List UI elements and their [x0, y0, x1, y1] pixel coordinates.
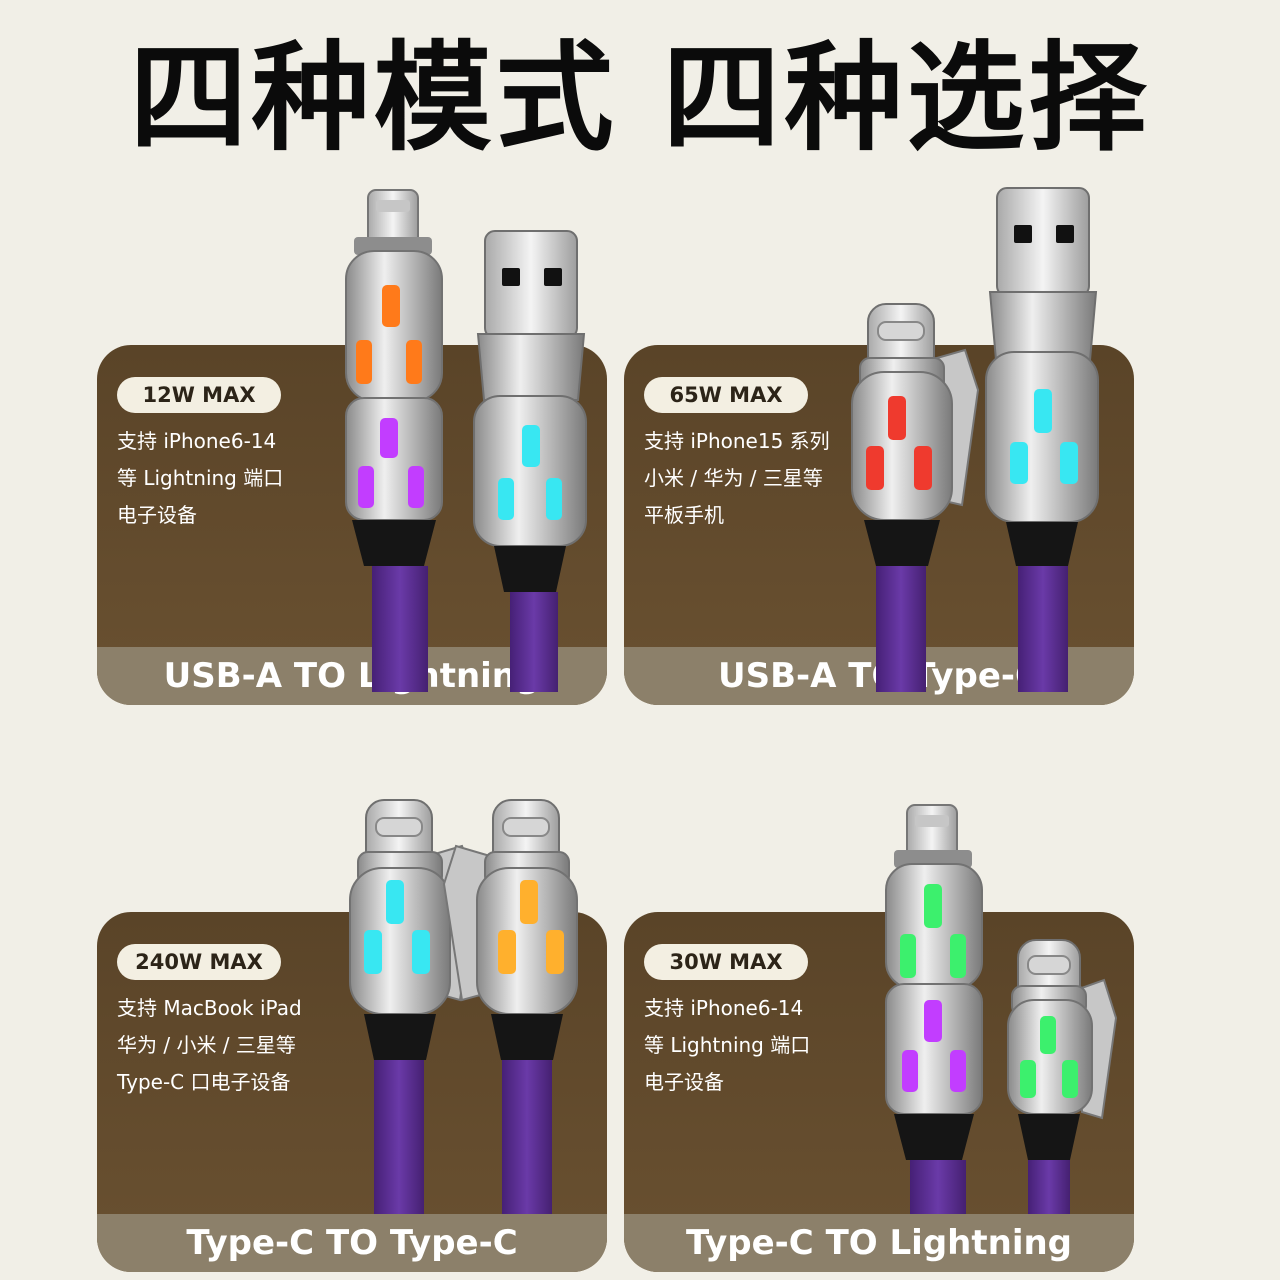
- type-c-port: [502, 817, 550, 837]
- usb-a-slot: [1014, 225, 1032, 243]
- usb-a-shell: [996, 187, 1090, 297]
- usb-a-housing: [473, 395, 587, 547]
- purple-cable: [910, 1160, 966, 1214]
- type-c-plug: [1007, 939, 1118, 1214]
- led-segment: [364, 930, 382, 974]
- usb-a-slot: [544, 268, 562, 286]
- purple-cable: [876, 566, 926, 692]
- purple-cable: [1028, 1160, 1070, 1214]
- usb-a-slot: [502, 268, 520, 286]
- led-segment: [914, 446, 932, 490]
- compatibility-line: 支持 MacBook iPad: [117, 996, 302, 1020]
- compatibility-text: 支持 iPhone6-14 等 Lightning 端口 电子设备: [117, 423, 367, 534]
- power-badge: 12W MAX: [117, 377, 281, 413]
- lightning-plug: [885, 804, 983, 1214]
- led-segment: [900, 934, 916, 978]
- type-c-housing: [851, 371, 953, 521]
- led-segment: [498, 930, 516, 974]
- lightning-plug: [345, 189, 443, 692]
- lightning-pin: [376, 200, 410, 212]
- usb-a-housing: [985, 351, 1099, 523]
- led-segment: [1010, 442, 1028, 484]
- type-c-port: [375, 817, 423, 837]
- led-segment: [406, 340, 422, 384]
- compatibility-text: 支持 MacBook iPad 华为 / 小米 / 三星等 Type-C 口电子…: [117, 990, 367, 1101]
- compatibility-line: 电子设备: [644, 1070, 724, 1094]
- compatibility-line: 平板手机: [644, 503, 724, 527]
- mode-label: Type-C TO Lightning: [624, 1214, 1134, 1272]
- led-segment: [866, 446, 884, 490]
- purple-cable: [1018, 566, 1068, 692]
- strain-relief: [1018, 1114, 1080, 1160]
- usb-a-slot: [1056, 225, 1074, 243]
- strain-relief: [491, 1014, 563, 1060]
- headline: 四种模式 四种选择: [129, 29, 1151, 167]
- strain-relief: [894, 1114, 974, 1160]
- led-segment: [950, 1050, 966, 1092]
- strain-relief: [364, 1014, 436, 1060]
- led-segment: [358, 466, 374, 508]
- usb-a-neck: [988, 291, 1098, 361]
- usb-a-to-lightning-cable-group: [345, 189, 587, 692]
- usb-a-shell: [484, 230, 578, 339]
- compatibility-text: 支持 iPhone15 系列 小米 / 华为 / 三星等 平板手机: [644, 423, 894, 534]
- led-segment: [902, 1050, 918, 1092]
- led-segment: [520, 880, 538, 924]
- led-segment: [382, 285, 400, 327]
- compatibility-line: 支持 iPhone15 系列: [644, 429, 830, 453]
- led-segment: [408, 466, 424, 508]
- led-segment: [546, 930, 564, 974]
- compatibility-line: 支持 iPhone6-14: [117, 429, 277, 453]
- led-segment: [1062, 1060, 1078, 1098]
- type-c-port: [1027, 955, 1071, 975]
- led-segment: [1034, 389, 1052, 433]
- led-segment: [356, 340, 372, 384]
- led-segment: [386, 880, 404, 924]
- power-badge: 65W MAX: [644, 377, 808, 413]
- usb-a-to-type-c-cable-group: [851, 187, 1099, 692]
- type-c-plug: [851, 303, 980, 692]
- type-c-to-type-c-cable-group: [349, 799, 578, 1214]
- strain-relief: [864, 520, 940, 566]
- strain-relief: [352, 520, 436, 566]
- led-segment: [924, 1000, 942, 1042]
- mode-label: Type-C TO Type-C: [97, 1214, 607, 1272]
- led-segment: [888, 396, 906, 440]
- led-segment: [1020, 1060, 1036, 1098]
- strain-relief: [494, 546, 566, 592]
- power-badge: 30W MAX: [644, 944, 808, 980]
- led-segment: [412, 930, 430, 974]
- purple-cable: [374, 1060, 424, 1214]
- power-badge: 240W MAX: [117, 944, 281, 980]
- led-segment: [924, 884, 942, 928]
- type-c-port: [877, 321, 925, 341]
- led-segment: [1040, 1016, 1056, 1054]
- purple-cable: [372, 566, 428, 692]
- compatibility-line: 华为 / 小米 / 三星等: [117, 1033, 296, 1057]
- type-c-plug-right: [442, 799, 578, 1214]
- purple-cable: [502, 1060, 552, 1214]
- compatibility-line: 等 Lightning 端口: [117, 466, 284, 490]
- led-segment: [498, 478, 514, 520]
- strain-relief: [1006, 522, 1078, 566]
- led-segment: [522, 425, 540, 467]
- compatibility-line: 电子设备: [117, 503, 197, 527]
- compatibility-line: 小米 / 华为 / 三星等: [644, 466, 823, 490]
- compatibility-text: 支持 iPhone6-14 等 Lightning 端口 电子设备: [644, 990, 894, 1101]
- type-c-plug-left: [349, 799, 478, 1214]
- usb-a-plug: [985, 187, 1099, 692]
- led-segment: [380, 418, 398, 458]
- usb-a-neck: [476, 333, 586, 401]
- compatibility-line: 等 Lightning 端口: [644, 1033, 811, 1057]
- compatibility-line: 支持 iPhone6-14: [644, 996, 804, 1020]
- lightning-pin: [915, 815, 949, 827]
- compatibility-line: Type-C 口电子设备: [117, 1070, 291, 1094]
- led-segment: [546, 478, 562, 520]
- led-segment: [950, 934, 966, 978]
- led-segment: [1060, 442, 1078, 484]
- type-c-to-lightning-cable-group: [885, 804, 1118, 1214]
- usb-a-plug: [473, 230, 587, 692]
- purple-cable: [510, 592, 558, 692]
